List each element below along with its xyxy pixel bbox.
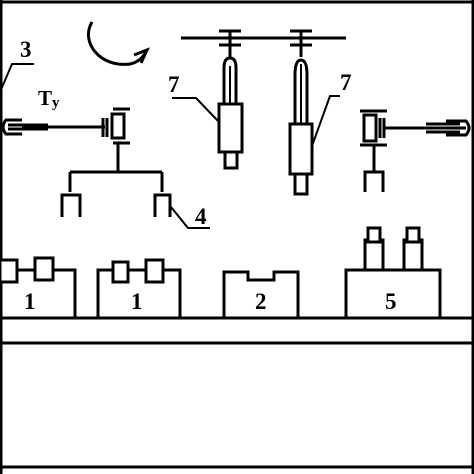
label-1-a: 1 (24, 289, 36, 314)
station-2 (222, 270, 300, 318)
label-7-right: 7 (340, 70, 352, 95)
station-1-b (96, 258, 182, 318)
gripper-left (1, 107, 130, 145)
label-2: 2 (255, 289, 267, 314)
leader-4 (170, 206, 210, 229)
top-rail (181, 29, 346, 57)
gripper-right (360, 109, 471, 192)
station-1-a (0, 256, 77, 320)
label-1-b: 1 (131, 289, 143, 314)
label-5: 5 (385, 289, 397, 314)
hanging-arm-left (217, 56, 244, 170)
label-3: 3 (20, 37, 32, 62)
label-4: 4 (195, 204, 207, 229)
curved-arrow-icon (86, 21, 150, 66)
label-ty-sub: y (52, 95, 60, 111)
hanging-arm-right (288, 58, 314, 196)
leader-7-right (311, 95, 340, 147)
label-ty-main: T (38, 86, 52, 110)
fork-tool (60, 143, 172, 217)
label-ty: Ty (38, 86, 60, 111)
leader-7-left (172, 97, 220, 123)
station-5 (344, 226, 442, 318)
label-7-left: 7 (168, 72, 180, 97)
leader-3 (0, 63, 34, 93)
work-table (0, 316, 474, 345)
